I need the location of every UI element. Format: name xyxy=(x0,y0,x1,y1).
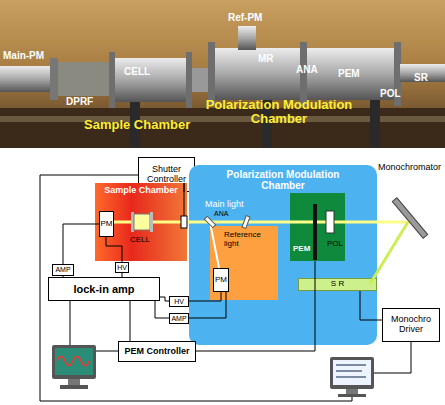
part-label: DPRF xyxy=(66,96,93,107)
box-text: PM xyxy=(214,269,228,291)
box-text: PEM Controller xyxy=(119,342,195,361)
box-text: Monochro Driver xyxy=(383,309,439,341)
power-supply-box: HV xyxy=(115,262,129,273)
part-label: POL xyxy=(380,88,401,99)
driver-box: Monochro Driver xyxy=(382,308,440,342)
box-text: AMP xyxy=(170,314,188,323)
signal-wire xyxy=(70,301,71,345)
sample-chamber-vessel xyxy=(112,58,190,102)
signal-waveform xyxy=(57,357,89,366)
part-label: CELL xyxy=(124,66,150,77)
modulator-region: PEM xyxy=(290,193,345,261)
flange xyxy=(50,58,58,100)
beam-label: Main light xyxy=(205,200,244,210)
region-title: PEM xyxy=(293,245,317,254)
detector-box: PM xyxy=(99,211,114,237)
reference-region: Reference lightPM xyxy=(210,226,278,300)
box-text: HV xyxy=(170,297,188,306)
box-text: HV xyxy=(116,263,128,272)
signal-wire xyxy=(130,301,131,341)
main-pm-tube xyxy=(0,66,55,92)
region-title: Polarization Modulation Chamber xyxy=(213,169,353,191)
monitor-frame xyxy=(52,345,96,379)
monitor-screen xyxy=(333,360,371,385)
section-label: Sample Chamber xyxy=(84,118,190,132)
part-label: MR xyxy=(258,53,274,64)
region-title: Sample Chamber xyxy=(95,186,187,196)
detector-box: PM xyxy=(213,268,229,292)
signal-wire xyxy=(96,351,118,352)
monitor-screen xyxy=(55,348,93,375)
controller-box: PEM Controller xyxy=(118,341,196,362)
region-title: Reference light xyxy=(224,231,270,249)
grating-mirror xyxy=(392,198,427,239)
signal-wire xyxy=(160,297,169,301)
monitor-stand xyxy=(68,379,80,385)
box-text: AMP xyxy=(53,265,73,275)
section-label: Polarization Modulation Chamber xyxy=(190,98,368,127)
part-label: Main-PM xyxy=(3,50,44,61)
part-label: CELL xyxy=(130,236,150,245)
part-label: Monochromator xyxy=(378,163,441,173)
bellows xyxy=(192,68,210,92)
amplifier-box: AMP xyxy=(169,313,189,324)
flange xyxy=(208,42,215,106)
screen-line xyxy=(336,364,366,366)
beamline-pipe xyxy=(400,64,445,82)
monitor-stand xyxy=(346,389,358,394)
screen-line xyxy=(336,370,362,372)
part-label: POL xyxy=(327,240,343,249)
source-band: S R xyxy=(298,278,377,291)
flange xyxy=(109,52,115,108)
ref-pm-housing xyxy=(238,26,256,50)
part-label: PEM xyxy=(338,68,360,79)
dprf-housing xyxy=(58,62,113,96)
signal-wire xyxy=(155,301,169,318)
part-label: ANA xyxy=(214,210,228,218)
apparatus-photo xyxy=(0,0,445,150)
part-label: ANA xyxy=(296,64,318,75)
chamber-region: Sample ChamberPM xyxy=(95,183,187,261)
chamber-region: Polarization Modulation ChamberReference… xyxy=(189,165,377,345)
amplifier-box: lock-in amp xyxy=(48,277,160,301)
photo-background xyxy=(0,0,445,148)
monitor-base xyxy=(60,385,88,389)
box-text: PM xyxy=(100,212,113,236)
support-leg xyxy=(370,100,380,148)
screen-line xyxy=(336,376,366,378)
monitor-base xyxy=(338,394,366,397)
amplifier-box: AMP xyxy=(52,264,74,276)
box-text: S R xyxy=(299,279,376,290)
flange xyxy=(186,52,192,108)
part-label: Ref-PM xyxy=(228,12,262,23)
signal-wire xyxy=(374,342,411,373)
signal-wire xyxy=(63,224,99,264)
box-text: lock-in amp xyxy=(49,278,159,300)
monitor-frame xyxy=(330,357,374,389)
part-label: SR xyxy=(414,72,428,83)
power-supply-box: HV xyxy=(169,296,189,307)
